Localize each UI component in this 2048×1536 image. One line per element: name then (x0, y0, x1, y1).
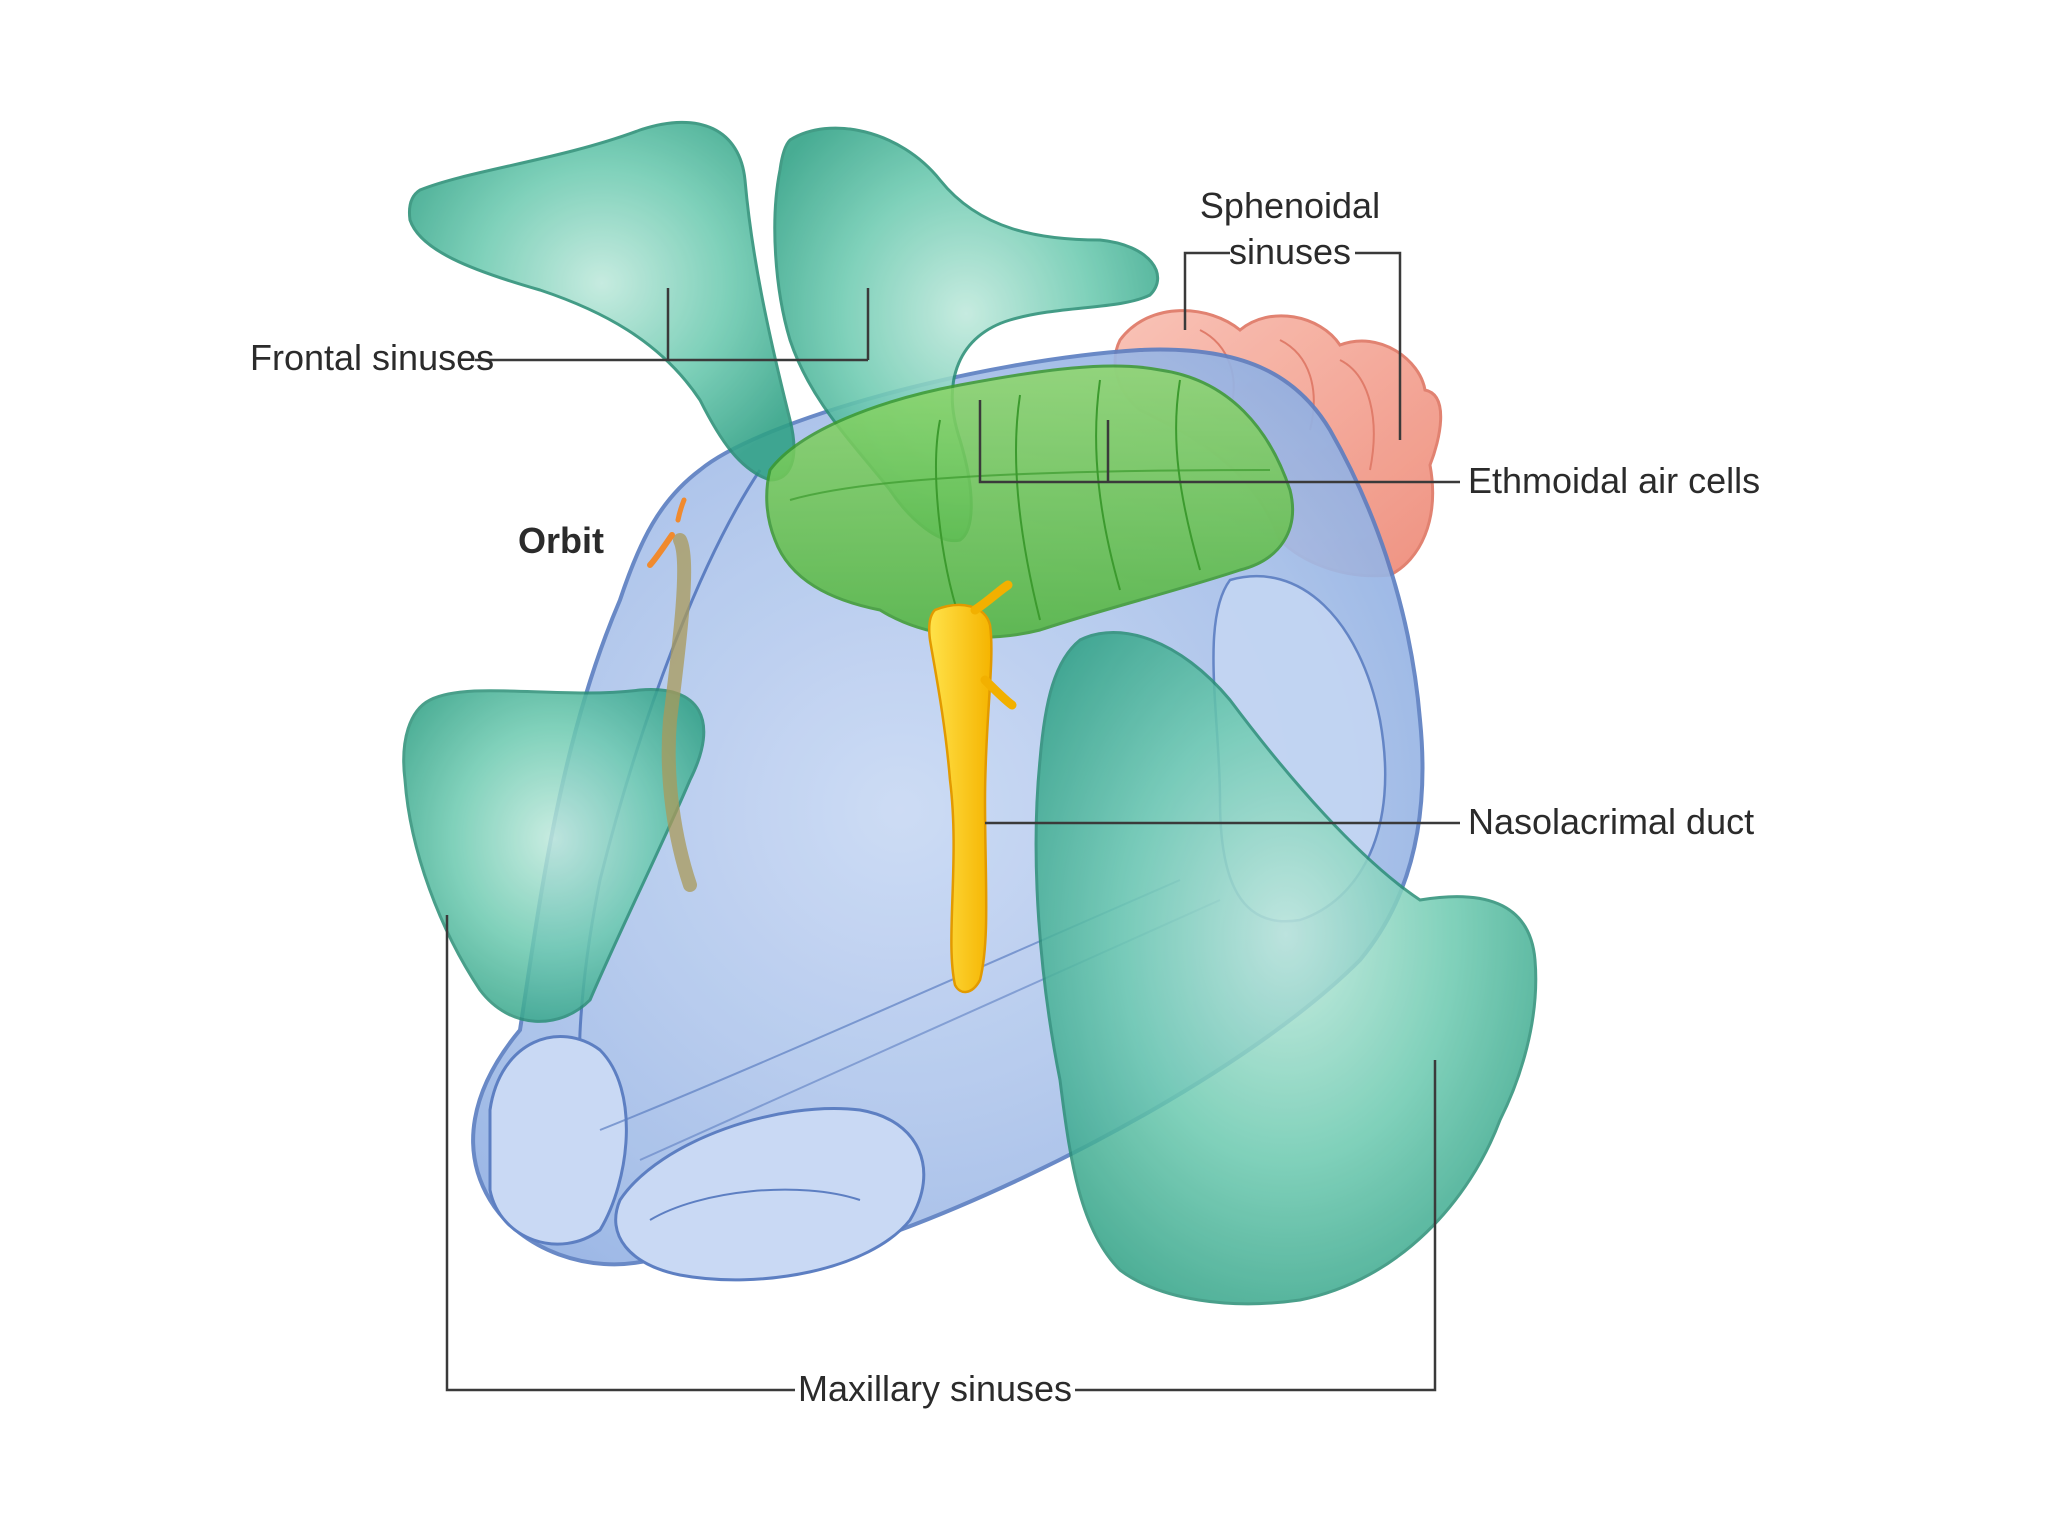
maxillary-sinuses-leader (445, 915, 1437, 1392)
ethmoidal-air-cells-label: Ethmoidal air cells (1468, 460, 1760, 501)
orbit-canal-shape (647, 497, 697, 892)
left-maxillary-sinus-shape (402, 688, 706, 1023)
sphenoidal-sinuses-leader (1183, 251, 1402, 440)
orbit-label: Orbit (518, 520, 604, 561)
sphenoidal-sinuses-label-line1: Sphenoidal (1200, 185, 1380, 226)
maxillary-sinuses-label: Maxillary sinuses (798, 1368, 1072, 1409)
right-maxillary-sinus-shape (1034, 631, 1538, 1306)
ethmoidal-air-cells-leader (978, 400, 1460, 484)
nasolacrimal-duct-shape (927, 580, 1017, 994)
frontal-sinuses-leader (475, 288, 870, 362)
nasolacrimal-duct-label: Nasolacrimal duct (1468, 801, 1754, 842)
ethmoidal-air-cells-shape (765, 364, 1295, 639)
leader-lines (445, 251, 1460, 1392)
frontal-sinuses-label: Frontal sinuses (250, 337, 494, 378)
sphenoidal-sinuses-label-line2: sinuses (1229, 231, 1351, 272)
